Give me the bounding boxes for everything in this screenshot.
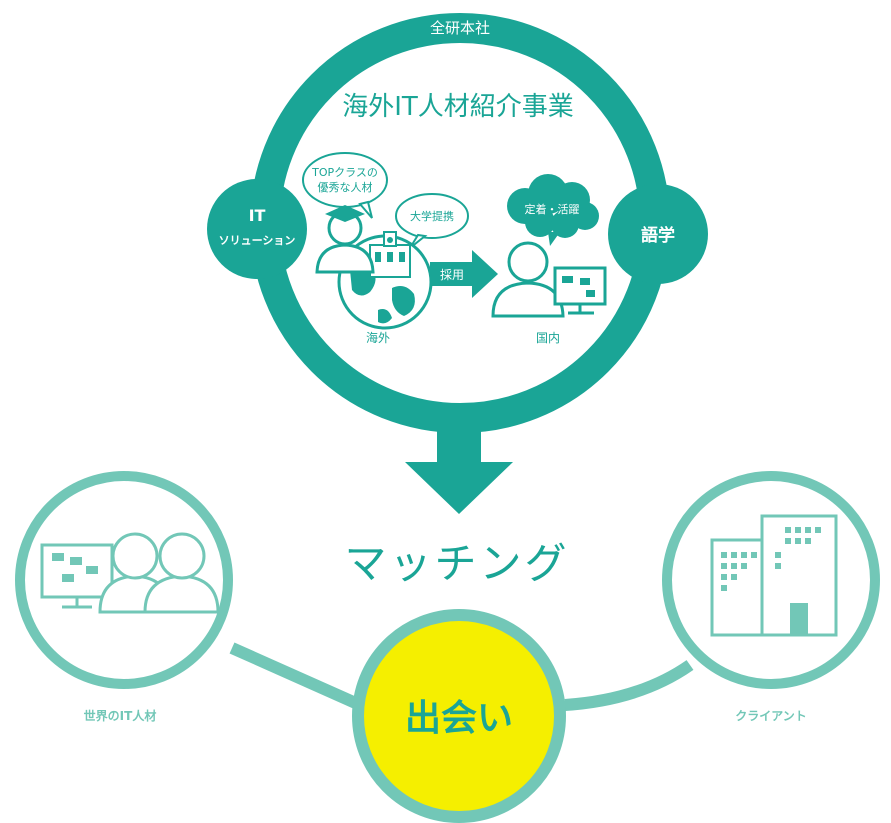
overseas-label: 海外 [366, 330, 390, 345]
monitor-icon [40, 543, 114, 609]
cloud-icon [507, 174, 599, 246]
speech-bubble-top [302, 152, 388, 219]
encounter-label: 出会い [405, 698, 513, 739]
client-label: クライアント [735, 709, 807, 723]
monitor-icon [553, 266, 607, 315]
bubble-top-line2: 優秀な人材 [318, 180, 373, 194]
company-label: 全研本社 [430, 19, 490, 37]
university-building-icon [369, 231, 411, 278]
people-icon [98, 532, 220, 614]
connector-left [229, 642, 363, 711]
bubble-top-line1: TOPクラスの [311, 166, 378, 179]
badge-language [608, 184, 708, 284]
it-talent-label: 世界のIT人材 [84, 708, 157, 723]
office-building-icon [710, 514, 838, 637]
graduate-person-icon [315, 205, 375, 274]
cloud-label: 定着・活躍 [525, 202, 580, 216]
business-title: 海外IT人材紹介事業 [342, 92, 574, 122]
badge-it-line2: ソリューション [219, 234, 296, 247]
badge-language-label: 語学 [641, 225, 675, 246]
down-arrow-icon [405, 415, 513, 514]
bubble-university-label: 大学提携 [410, 209, 454, 223]
badge-it-solution [207, 179, 307, 279]
hire-label: 採用 [440, 268, 464, 282]
building-windows [721, 527, 821, 591]
connector-right [564, 660, 694, 711]
badge-it-line1: IT [249, 206, 266, 225]
domestic-label: 国内 [536, 331, 560, 345]
matching-label: マッチング [344, 539, 569, 588]
encounter-circle [352, 609, 566, 823]
hire-arrow-icon [430, 250, 498, 298]
